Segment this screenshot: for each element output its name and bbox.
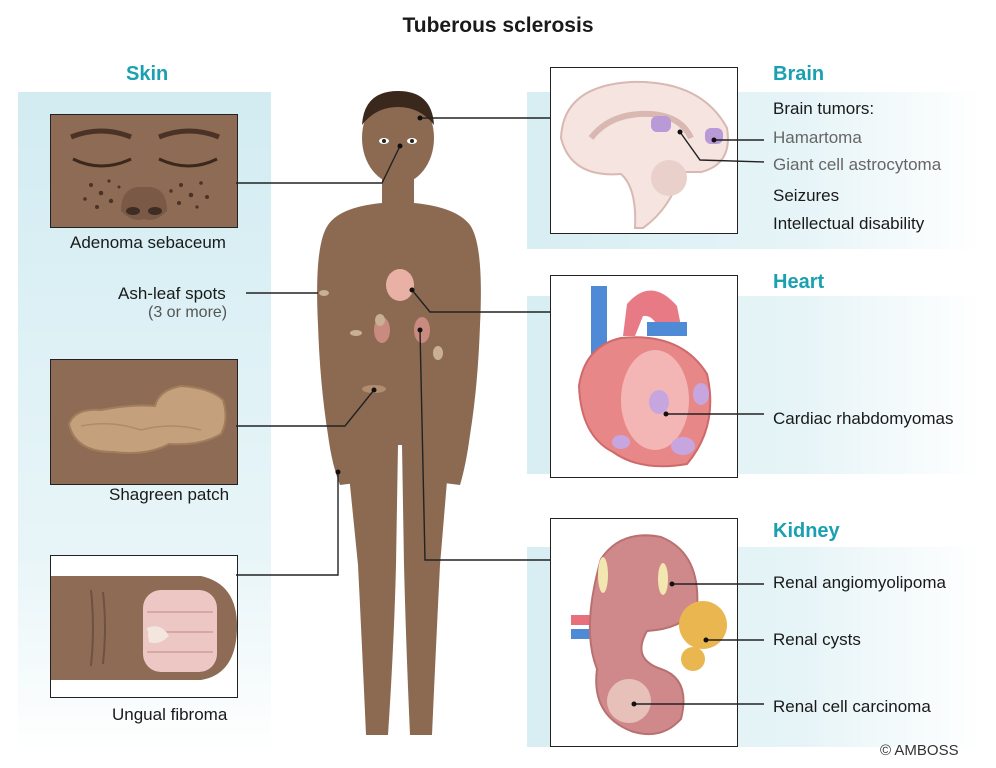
heart-image bbox=[550, 275, 738, 478]
credit-text: © AMBOSS bbox=[880, 742, 959, 759]
kidney-image bbox=[550, 518, 738, 747]
brain-image bbox=[550, 67, 738, 234]
shagreen-patch-image bbox=[50, 359, 238, 485]
brain-heading: Brain bbox=[773, 63, 825, 85]
renal-cell-carcinoma-label: Renal cell carcinoma bbox=[773, 697, 931, 716]
body-figure bbox=[300, 85, 500, 755]
renal-angiomyolipoma-label: Renal angiomyolipoma bbox=[773, 573, 946, 592]
cardiac-rhabdomyomas-label: Cardiac rhabdomyomas bbox=[773, 409, 954, 428]
ungual-fibroma-image bbox=[50, 555, 238, 698]
kidney-heading: Kidney bbox=[773, 520, 840, 542]
adenoma-sebaceum-label: Adenoma sebaceum bbox=[70, 233, 226, 252]
intellectual-disability-label: Intellectual disability bbox=[773, 214, 925, 233]
ash-leaf-label: Ash-leaf spots bbox=[118, 284, 226, 303]
brain-tumors-label: Brain tumors: bbox=[773, 99, 875, 118]
adenoma-sebaceum-image bbox=[50, 114, 238, 228]
heart-heading: Heart bbox=[773, 271, 825, 293]
shagreen-patch-label: Shagreen patch bbox=[109, 485, 230, 504]
hamartoma-label: Hamartoma bbox=[773, 128, 862, 147]
renal-cysts-label: Renal cysts bbox=[773, 630, 861, 649]
ash-leaf-note: (3 or more) bbox=[148, 304, 228, 321]
skin-heading: Skin bbox=[126, 63, 169, 85]
giant-cell-astrocytoma-label: Giant cell astrocytoma bbox=[773, 155, 942, 174]
seizures-label: Seizures bbox=[773, 186, 840, 205]
ungual-fibroma-label: Ungual fibroma bbox=[112, 705, 228, 724]
diagram-title: Tuberous sclerosis bbox=[402, 14, 594, 37]
